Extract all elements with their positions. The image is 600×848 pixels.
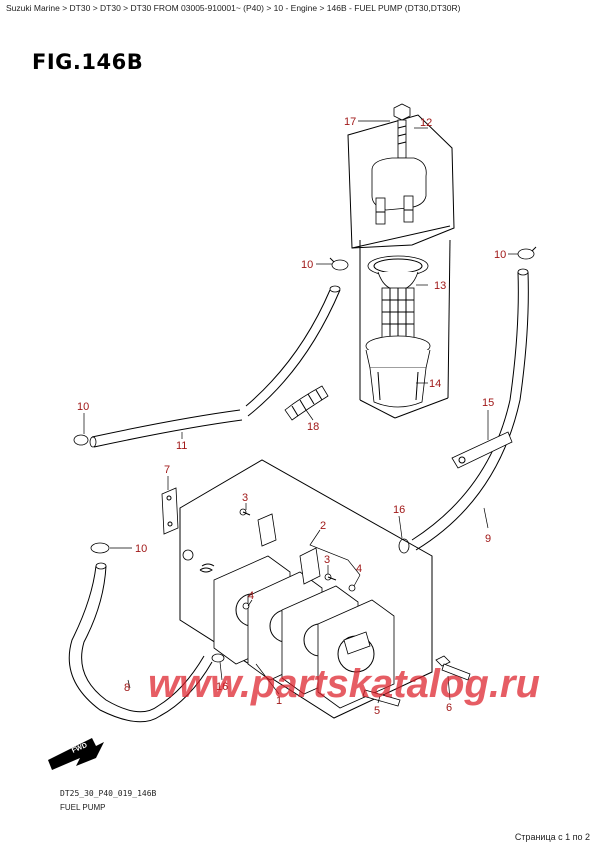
fuel-hose-9 — [398, 268, 529, 554]
callout-14: 14 — [429, 378, 441, 390]
callout-10a: 10 — [301, 259, 313, 271]
callout-16b: 16 — [216, 681, 228, 693]
callout-9: 9 — [485, 533, 491, 545]
page-counter: Страница с 1 по 2 — [514, 832, 590, 842]
hose-clip-top-left — [329, 257, 349, 271]
hose-protector-18 — [284, 385, 329, 421]
callout-10c: 10 — [77, 401, 89, 413]
callout-5: 5 — [374, 705, 380, 717]
diagram-code: DT25_30_P40_019_146B — [60, 789, 157, 798]
callout-10b: 10 — [494, 249, 506, 261]
callout-15: 15 — [482, 397, 494, 409]
callout-13: 13 — [434, 280, 446, 292]
fuel-pump-assembly — [161, 459, 471, 719]
callout-10d: 10 — [135, 543, 147, 555]
fuel-filter-assembly — [347, 103, 455, 419]
callout-3b: 3 — [324, 554, 330, 566]
callout-11: 11 — [176, 440, 187, 452]
fuel-hose-11 — [89, 285, 341, 448]
callout-lines — [83, 120, 518, 704]
breadcrumb: Suzuki Marine > DT30 > DT30 > DT30 FROM … — [6, 3, 461, 13]
callout-17: 17 — [344, 116, 356, 128]
callout-16a: 16 — [393, 504, 405, 516]
callout-3a: 3 — [242, 492, 248, 504]
callout-2: 2 — [320, 520, 326, 532]
callout-1: 1 — [276, 695, 282, 707]
fwd-arrow-icon: FWD — [48, 738, 104, 770]
callout-numbers: 17 12 10 10 13 14 10 11 18 15 7 3 2 16 9… — [77, 116, 506, 717]
hose-clip-lower-left — [90, 542, 110, 554]
hose-clip-left — [73, 434, 89, 446]
hose-clamp-15 — [451, 431, 513, 469]
figure-title: FIG.146B — [32, 50, 144, 74]
callout-7: 7 — [164, 464, 170, 476]
callout-4b: 4 — [248, 590, 254, 602]
callout-6: 6 — [446, 702, 452, 714]
hose-clip-top-right — [517, 246, 537, 260]
callout-18: 18 — [307, 421, 319, 433]
fuel-hose-8 — [68, 562, 213, 723]
diagram-caption: FUEL PUMP — [60, 803, 106, 812]
callout-12: 12 — [420, 117, 432, 129]
callout-4a: 4 — [356, 563, 362, 575]
watermark-text: www.partskatalog.ru — [148, 662, 540, 706]
callout-8: 8 — [124, 682, 130, 694]
